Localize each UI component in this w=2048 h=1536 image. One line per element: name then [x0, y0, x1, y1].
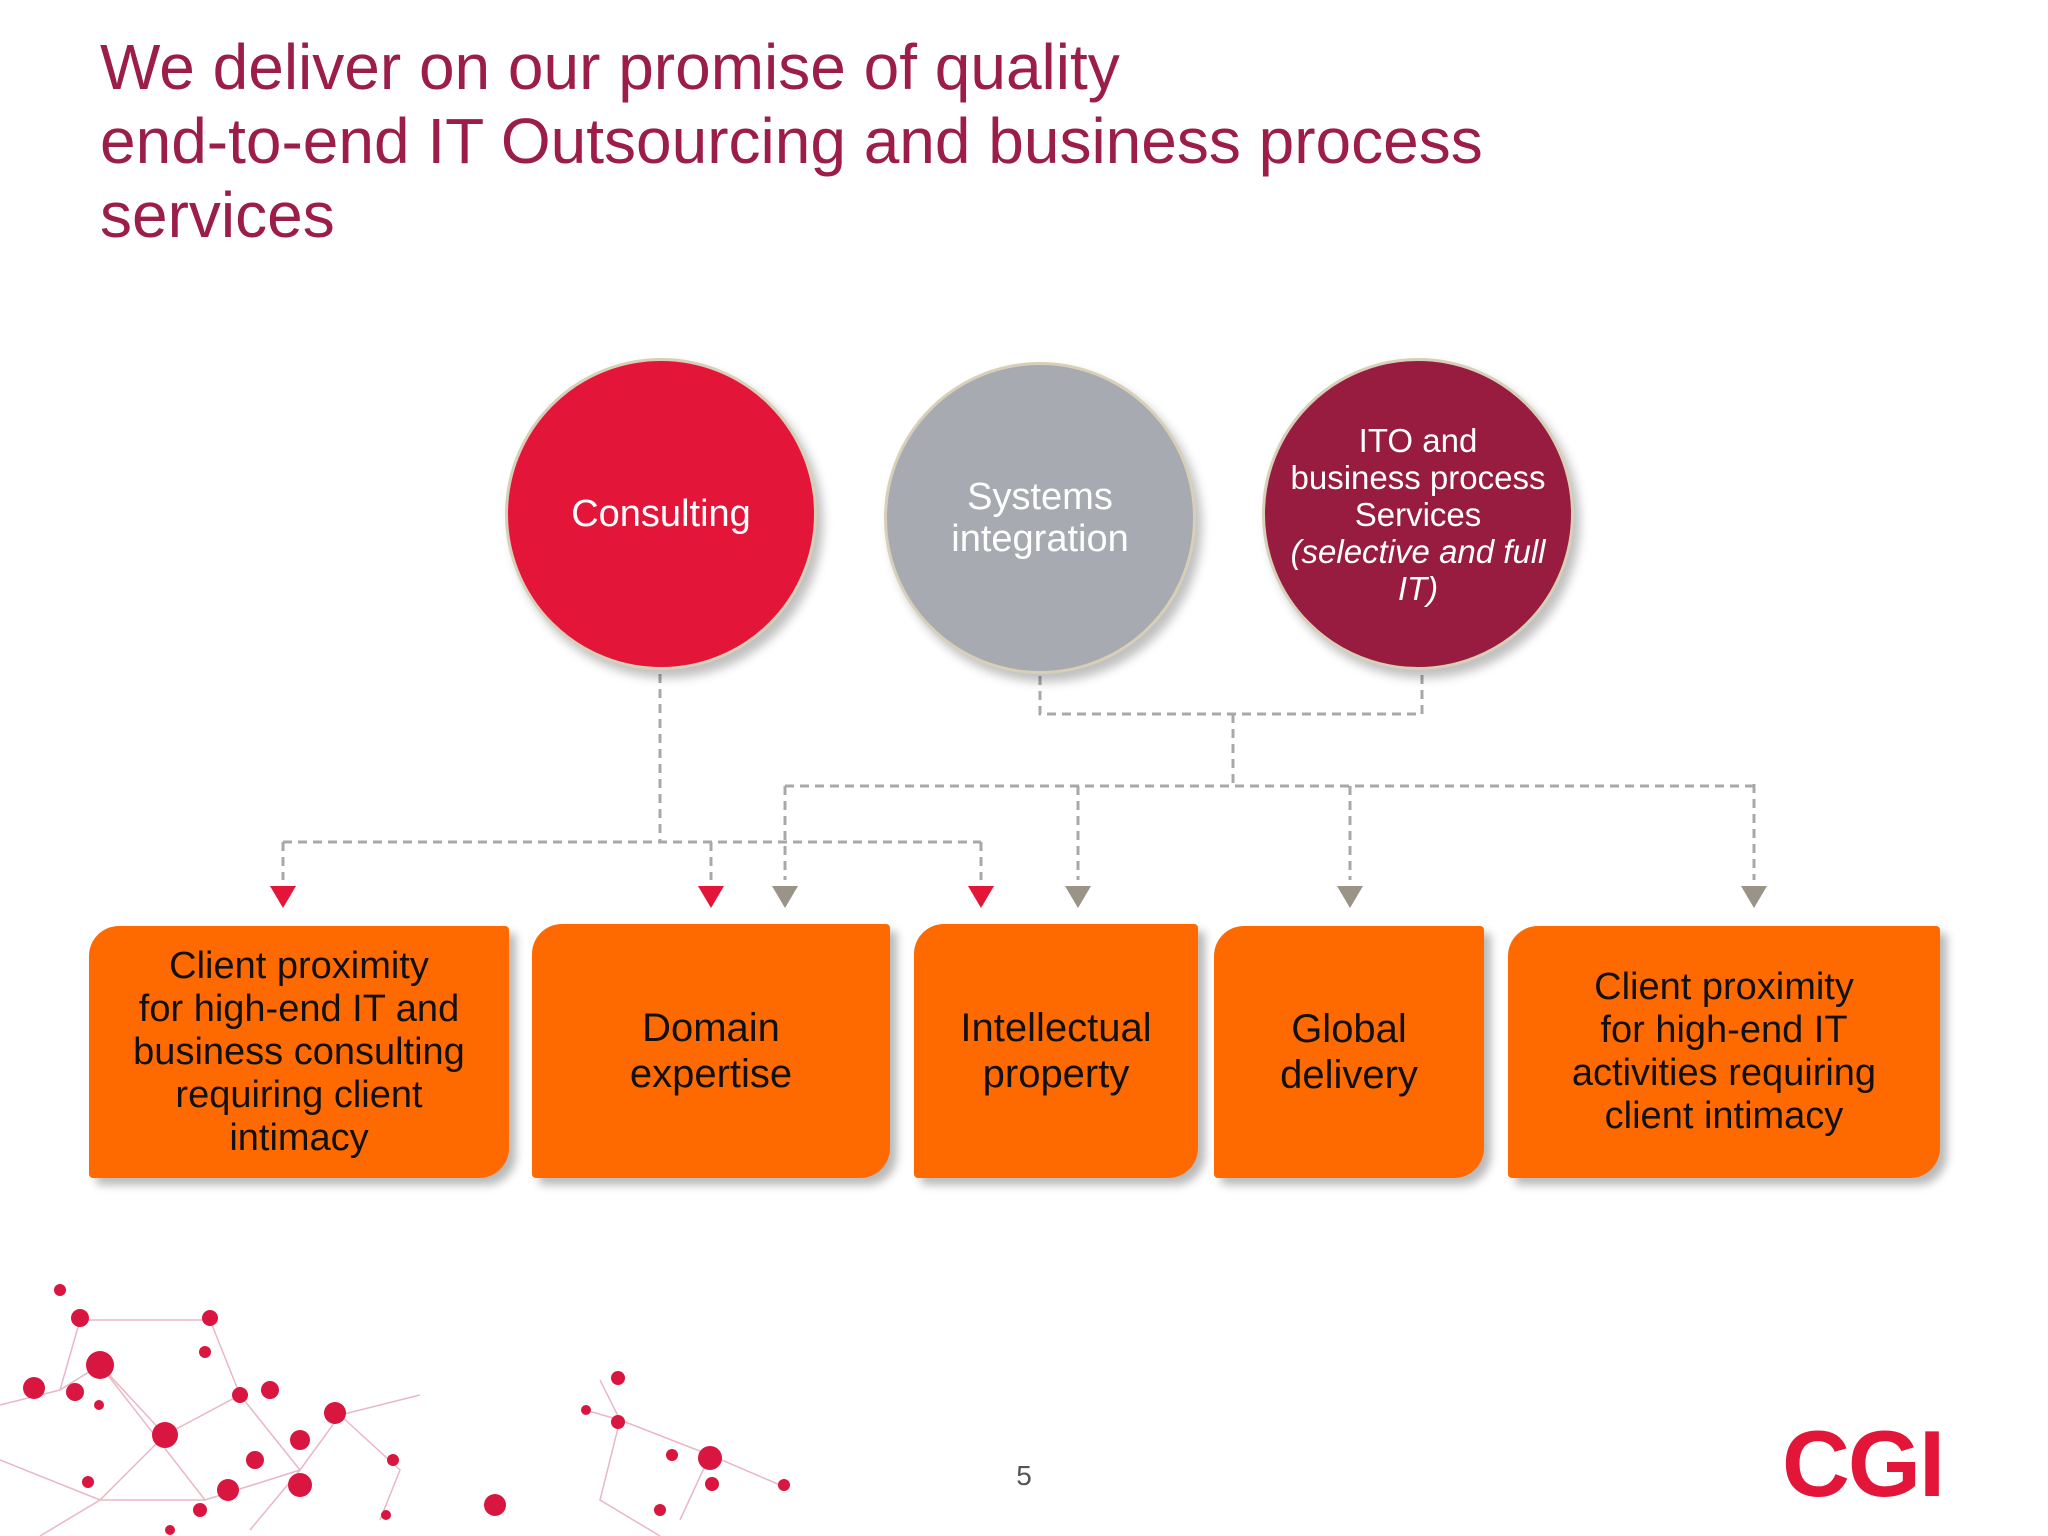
- box-global-delivery: Global delivery: [1214, 926, 1484, 1178]
- box-2-line-2: expertise: [629, 1052, 793, 1096]
- box-1-line-5: intimacy: [229, 1116, 369, 1159]
- box-domain-expertise: Domain expertise: [532, 924, 890, 1178]
- arrowheads: [270, 886, 1767, 908]
- slide-title: We deliver on our promise of quality end…: [100, 30, 1700, 252]
- arrow-red-1: [270, 886, 296, 908]
- systems-label-line-1: Systems: [967, 476, 1113, 518]
- consulting-connector: [281, 674, 983, 880]
- cgi-logo: CGI: [1782, 1411, 1945, 1516]
- box-client-proximity-it: Client proximity for high-end IT activit…: [1508, 926, 1940, 1178]
- consulting-circle: Consulting: [505, 358, 817, 670]
- box-1-line-4: requiring client: [175, 1073, 423, 1116]
- box-1-line-1: Client proximity: [169, 944, 429, 987]
- systems-label-line-2: integration: [951, 518, 1129, 560]
- ito-bps-circle: ITO and business process Services (selec…: [1262, 358, 1574, 670]
- box-2-line-1: Domain: [642, 1006, 780, 1050]
- title-line-1: We deliver on our promise of quality: [100, 31, 1120, 103]
- box-3-line-1: Intellectual: [960, 1006, 1152, 1050]
- box-client-proximity-consulting: Client proximity for high-end IT and bus…: [89, 926, 509, 1178]
- box-5-line-3: activities requiring: [1571, 1052, 1877, 1094]
- ito-label-line-2: business process: [1290, 458, 1546, 496]
- ito-label-line-1: ITO and: [1358, 421, 1478, 459]
- arrow-grey-3: [1337, 886, 1363, 908]
- box-5-line-1: Client proximity: [1594, 966, 1854, 1008]
- arrow-grey-1: [772, 886, 798, 908]
- box-4-line-2: delivery: [1280, 1053, 1418, 1097]
- arrow-grey-2: [1065, 886, 1091, 908]
- consulting-label: Consulting: [571, 492, 751, 535]
- box-5-line-2: for high-end IT: [1600, 1009, 1848, 1051]
- systems-integration-circle: Systems integration: [884, 362, 1196, 674]
- ito-label-line-4: (selective and full: [1290, 532, 1546, 570]
- box-5-line-4: client intimacy: [1604, 1095, 1844, 1137]
- box-intellectual-property: Intellectual property: [914, 924, 1198, 1178]
- services-connector: [783, 674, 1756, 880]
- box-1-line-2: for high-end IT and: [138, 987, 460, 1030]
- box-4-line-1: Global: [1291, 1007, 1407, 1051]
- title-line-3: services: [100, 179, 335, 251]
- ito-label-line-3: Services: [1354, 495, 1482, 533]
- box-3-line-2: property: [982, 1052, 1130, 1096]
- arrow-grey-4: [1741, 886, 1767, 908]
- page-number: 5: [1016, 1460, 1032, 1491]
- ito-label-line-5: IT): [1397, 569, 1439, 607]
- title-line-2: end-to-end IT Outsourcing and business p…: [100, 105, 1483, 177]
- arrow-red-3: [968, 886, 994, 908]
- box-1-line-3: business consulting: [133, 1030, 465, 1073]
- arrow-red-2: [698, 886, 724, 908]
